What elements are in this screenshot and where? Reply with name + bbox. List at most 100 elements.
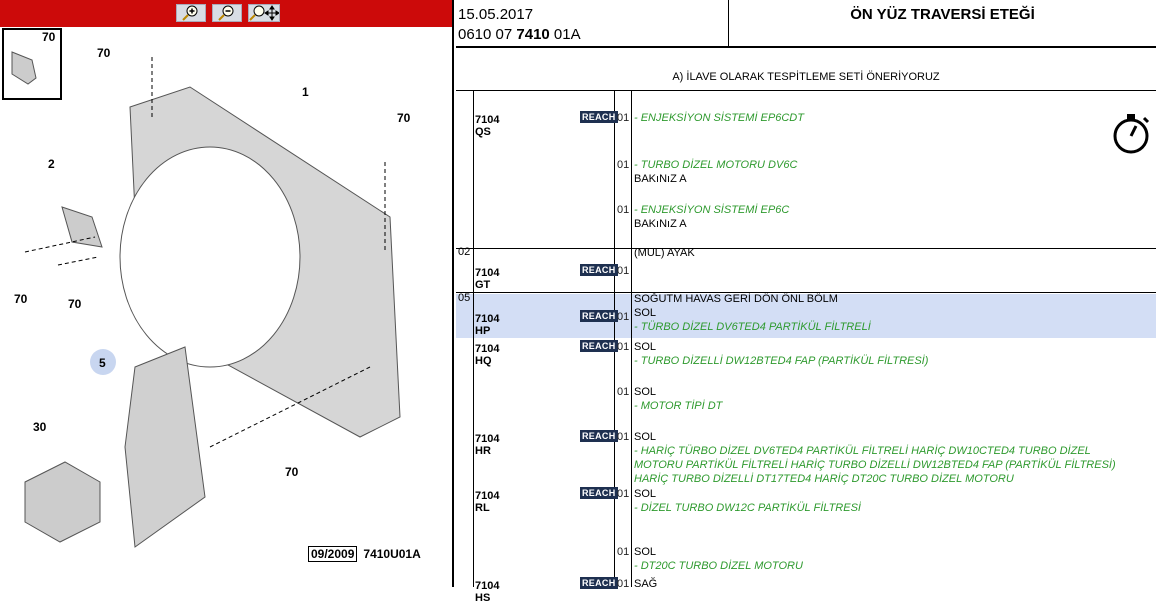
description-line: SOĞUTM HAVAS GERİ DÖN ÖNL BÖLM — [634, 293, 838, 305]
fixing-kit — [24, 461, 101, 543]
description-line: SOL — [634, 341, 657, 353]
callout-highlight — [90, 349, 116, 375]
description-line: - MOTOR TİPİ DT — [634, 400, 723, 412]
part-number[interactable]: 7104 GT — [475, 267, 500, 291]
description-line: SOL — [634, 488, 657, 500]
part-description: - TURBO DİZEL MOTORU DV6C BAKıNıZ A — [634, 158, 1134, 186]
diagram-toolbar — [0, 0, 452, 27]
description-line: - DT20C TURBO DİZEL MOTORU — [634, 560, 803, 572]
note-text: A) İLAVE OLARAK TESPİTLEME SETİ ÖNERİYOR… — [672, 71, 940, 83]
description-line: (MUL) AYAK — [634, 247, 695, 259]
part-description: - ENJEKSİYON SİSTEMİ EP6CDT — [634, 111, 1134, 125]
part-description: (MUL) AYAK — [634, 246, 1134, 260]
part-number[interactable]: 7104 HS — [475, 580, 500, 604]
shroud-opening — [119, 146, 301, 368]
part-description: SAĞ — [634, 577, 1134, 591]
description-line: BAKıNıZ A — [634, 218, 687, 230]
quantity: 01 — [617, 431, 630, 443]
header-date: 15.05.2017 — [458, 6, 534, 23]
ref-bold: 7410 — [516, 26, 550, 43]
callout-label: 70 — [42, 30, 56, 44]
part-number[interactable]: 7104 RL — [475, 490, 500, 514]
header-rule — [456, 46, 1156, 48]
part-description: SOL - HARİÇ TÜRBO DİZEL DV6TED4 PARTİKÜL … — [634, 430, 1134, 486]
callout-label: 70 — [285, 465, 299, 479]
reach-badge: REACH — [580, 577, 618, 589]
part-description: SOL - DİZEL TURBO DW12C PARTİKÜL FİLTRESİ — [634, 487, 1134, 515]
item-index: 05 — [458, 292, 471, 304]
description-line: SOL — [634, 431, 657, 443]
column-divider — [614, 91, 615, 587]
column-divider — [631, 91, 632, 587]
ref-prefix: 0610 07 — [458, 26, 517, 43]
row-divider — [456, 248, 1156, 249]
description-line: - HARİÇ TÜRBO DİZEL DV6TED4 PARTİKÜL FİL… — [634, 445, 1116, 485]
callout-label: 70 — [97, 46, 111, 60]
callout-label: 5 — [99, 356, 106, 370]
stamp-ref: 7410U01A — [363, 547, 421, 561]
quantity: 01 — [617, 488, 630, 500]
item-index: 02 — [458, 246, 471, 258]
zoom-pan-button[interactable] — [248, 4, 280, 22]
callout-label: 70 — [14, 292, 28, 306]
zoom-in-button[interactable] — [176, 4, 206, 22]
part-description: SOL - TURBO DİZELLİ DW12BTED4 FAP (PARTİK… — [634, 340, 1134, 368]
part-description: - ENJEKSİYON SİSTEMİ EP6C BAKıNıZ A — [634, 203, 1134, 231]
quantity: 01 — [617, 341, 630, 353]
description-line: - TURBO DİZEL MOTORU DV6C — [634, 159, 798, 171]
stamp-date: 09/2009 — [308, 546, 358, 562]
part-number[interactable]: 7104 HR — [475, 433, 500, 457]
bolt-inset — [11, 51, 37, 85]
reach-badge: REACH — [580, 430, 618, 442]
description-line: - TÜRBO DİZEL DV6TED4 PARTİKÜL FİLTRELİ — [634, 321, 871, 333]
reach-badge: REACH — [580, 340, 618, 352]
callout-label: 70 — [397, 111, 411, 125]
callout-label: 2 — [48, 157, 55, 171]
header-ref: 0610 07 7410 01A — [458, 26, 581, 43]
description-line: - ENJEKSİYON SİSTEMİ EP6C — [634, 204, 790, 216]
description-line: SOL — [634, 307, 657, 319]
bracket — [61, 206, 103, 248]
quantity: 01 — [617, 159, 630, 171]
part-description: SOĞUTM HAVAS GERİ DÖN ÖNL BÖLM SOL - TÜRBO… — [634, 292, 1134, 334]
description-line: - DİZEL TURBO DW12C PARTİKÜL FİLTRESİ — [634, 502, 861, 514]
description-line: - TURBO DİZELLİ DW12BTED4 FAP (PARTİKÜL … — [634, 355, 929, 367]
selected-row-highlight — [456, 294, 1156, 338]
quantity: 01 — [617, 578, 630, 590]
quantity: 01 — [617, 546, 630, 558]
description-line: SAĞ — [634, 578, 658, 590]
part-description: SOL - MOTOR TİPİ DT — [634, 385, 1134, 413]
reach-badge: REACH — [580, 264, 618, 276]
part-number[interactable]: 7104 HP — [475, 313, 500, 337]
reach-badge: REACH — [580, 111, 618, 123]
note-rule — [456, 90, 1156, 91]
description-line: SOL — [634, 546, 657, 558]
quantity: 01 — [617, 386, 630, 398]
description-line: BAKıNıZ A — [634, 173, 687, 185]
description-line: SOL — [634, 386, 657, 398]
quantity: 01 — [617, 311, 630, 323]
callout-label: 30 — [33, 420, 47, 434]
air-deflector — [124, 346, 206, 548]
zoom-pan-icon — [249, 5, 279, 21]
column-divider — [473, 91, 474, 587]
callout-label: 70 — [68, 297, 82, 311]
part-number[interactable]: 7104 QS — [475, 114, 500, 138]
quantity: 01 — [617, 265, 630, 277]
zoom-out-icon — [218, 5, 234, 21]
quantity: 01 — [617, 112, 630, 124]
part-description: SOL - DT20C TURBO DİZEL MOTORU — [634, 545, 1134, 573]
description-line: - ENJEKSİYON SİSTEMİ EP6CDT — [634, 112, 804, 124]
ref-suffix: 01A — [549, 26, 581, 43]
reach-badge: REACH — [580, 310, 618, 322]
diagram-stamp: 09/2009 7410U01A — [308, 546, 421, 562]
zoom-in-icon — [182, 5, 198, 21]
exploded-parts-diagram — [2, 28, 401, 548]
stopwatch-icon — [1113, 114, 1150, 154]
quantity: 01 — [617, 204, 630, 216]
zoom-out-button[interactable] — [212, 4, 242, 22]
row-divider — [456, 292, 1156, 293]
part-number[interactable]: 7104 HQ — [475, 343, 500, 367]
